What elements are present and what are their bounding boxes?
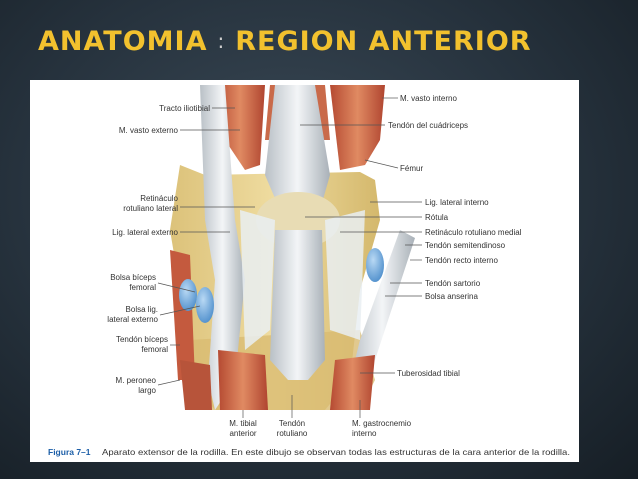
vastus-medialis-muscle: [330, 85, 385, 170]
slide-title: ANATOMIA: REGION ANTERIOR: [38, 26, 532, 60]
label-tendon-cuadriceps: Tendón del cuádriceps: [388, 121, 468, 130]
title-separator: :: [217, 29, 226, 53]
label-retinaculo-lateral-1: Retináculo: [140, 194, 178, 203]
label-tendon-rotuliano-1: Tendón: [279, 419, 305, 428]
gastrocnemius-muscle: [330, 355, 375, 410]
caption-figure-number: Figura 7–1: [48, 447, 91, 457]
label-peroneo-1: M. peroneo: [116, 376, 157, 385]
tibialis-anterior-muscle: [218, 350, 268, 410]
label-lig-lateral-externo: Lig. lateral externo: [112, 228, 178, 237]
iliotibial-tract: [200, 85, 245, 410]
lateral-ligament-bursa: [196, 287, 214, 323]
label-bolsa-biceps-2: femoral: [129, 283, 156, 292]
label-retinaculo-medial: Retináculo rotuliano medial: [425, 228, 522, 237]
left-leader-lines: [157, 107, 255, 386]
anatomy-figure: Tracto iliotibial M. vasto externo Retin…: [30, 80, 579, 462]
medial-retinaculum: [325, 210, 365, 340]
label-retinaculo-lateral-2: rotuliano lateral: [123, 204, 178, 213]
label-gastrocnemio-1: M. gastrocnemio: [352, 419, 412, 428]
label-gastrocnemio-2: interno: [352, 429, 377, 438]
label-rotula: Rótula: [425, 213, 449, 222]
quadriceps-tendon: [265, 85, 330, 210]
label-femur: Fémur: [400, 164, 423, 173]
label-tendon-biceps-1: Tendón bíceps: [116, 335, 168, 344]
label-vasto-interno: M. vasto interno: [400, 94, 457, 103]
label-bolsa-biceps-1: Bolsa bíceps: [110, 273, 156, 282]
peroneus-longus-muscle: [180, 360, 212, 410]
label-tibial-1: M. tibial: [229, 419, 257, 428]
label-bolsa-lig-2: lateral externo: [107, 315, 158, 324]
label-tracto-iliotibial: Tracto iliotibial: [159, 104, 210, 113]
biceps-bursa: [179, 279, 197, 311]
right-leader-lines: [242, 97, 422, 418]
label-recto-interno: Tendón recto interno: [425, 256, 498, 265]
label-lig-lateral-interno: Lig. lateral interno: [425, 198, 489, 207]
label-tuberosidad-tibial: Tuberosidad tibial: [397, 369, 460, 378]
caption-text: Aparato extensor de la rodilla. En este …: [102, 447, 570, 457]
label-bolsa-lig-1: Bolsa lig.: [126, 305, 158, 314]
slide-title-sub: REGION ANTERIOR: [235, 26, 532, 57]
vastus-lateralis-muscle: [215, 85, 265, 170]
label-peroneo-2: largo: [138, 386, 156, 395]
anserine-bursa: [366, 248, 384, 282]
slide-title-main: ANATOMIA: [38, 26, 208, 57]
label-tibial-2: anterior: [229, 429, 256, 438]
pes-anserinus-tendons: [350, 230, 415, 380]
lateral-retinaculum: [240, 210, 275, 350]
knee-illustration: Tracto iliotibial M. vasto externo Retin…: [48, 85, 570, 457]
label-bolsa-anserina: Bolsa anserina: [425, 292, 478, 301]
label-tendon-rotuliano-2: rotuliano: [277, 429, 308, 438]
label-tendon-biceps-2: femoral: [141, 345, 168, 354]
patellar-tendon: [270, 230, 325, 380]
label-vasto-externo: M. vasto externo: [119, 126, 179, 135]
label-semitendinoso: Tendón semitendinoso: [425, 241, 506, 250]
label-sartorio: Tendón sartorio: [425, 279, 481, 288]
